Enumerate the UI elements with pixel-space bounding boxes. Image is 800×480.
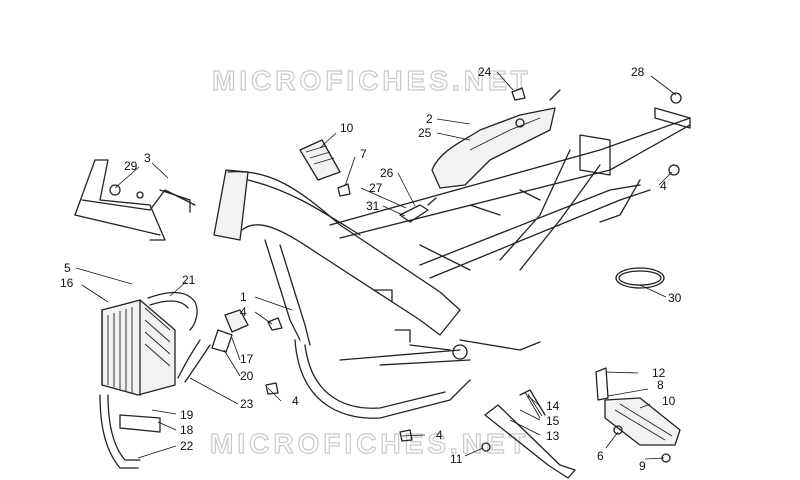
callout-labels: 1 2 3 4 4 4 4 5 6 7 8 9 10 10 11 12 13 1… [60,65,682,473]
grommets [265,92,682,452]
callout-4-c: 4 [292,394,299,408]
fuel-tank [431,107,556,189]
callout-6: 6 [597,449,604,463]
callout-9: 9 [639,459,646,473]
watermark-top: MICROFICHES.NET [212,65,532,96]
callout-13: 13 [546,429,560,443]
callout-23: 23 [240,397,254,411]
callout-20: 20 [240,369,254,383]
cable-guide [299,139,341,181]
thermostat-housing [211,309,249,353]
callout-12: 12 [652,366,666,380]
callout-17: 17 [240,352,254,366]
callout-10-b: 10 [662,394,676,408]
callout-4-b: 4 [660,179,667,193]
leader-lines [75,71,677,460]
callout-30: 30 [668,291,682,305]
radiator-hoses [99,291,211,469]
callout-22: 22 [180,439,194,453]
callout-21: 21 [182,273,196,287]
callout-18: 18 [180,423,194,437]
callout-4-d: 4 [436,428,443,442]
callout-15: 15 [546,414,560,428]
callout-25: 25 [418,126,432,140]
watermark-bottom: MICROFICHES.NET [210,428,530,459]
callout-10-a: 10 [340,121,354,135]
callout-8: 8 [657,378,664,392]
main-frame [213,107,691,419]
callout-7: 7 [360,147,367,161]
callout-31: 31 [366,199,380,213]
callout-26: 26 [380,166,394,180]
callout-11: 11 [450,452,463,466]
footrest [595,367,681,463]
callout-3: 3 [144,151,151,165]
callout-16: 16 [60,276,74,290]
clip [337,183,351,197]
callout-28: 28 [631,65,645,79]
fuel-tap [399,197,437,223]
front-bracket-assembly [74,159,196,241]
callout-1: 1 [240,290,247,304]
callout-24: 24 [478,65,492,79]
tank-fitting [511,87,561,101]
callout-2: 2 [426,112,433,126]
radiator [101,299,176,396]
callout-27: 27 [369,181,383,195]
callout-5: 5 [64,261,71,275]
callout-4-a: 4 [240,305,247,319]
callout-29: 29 [124,159,138,173]
callout-19: 19 [180,408,194,422]
callout-14: 14 [546,399,560,413]
